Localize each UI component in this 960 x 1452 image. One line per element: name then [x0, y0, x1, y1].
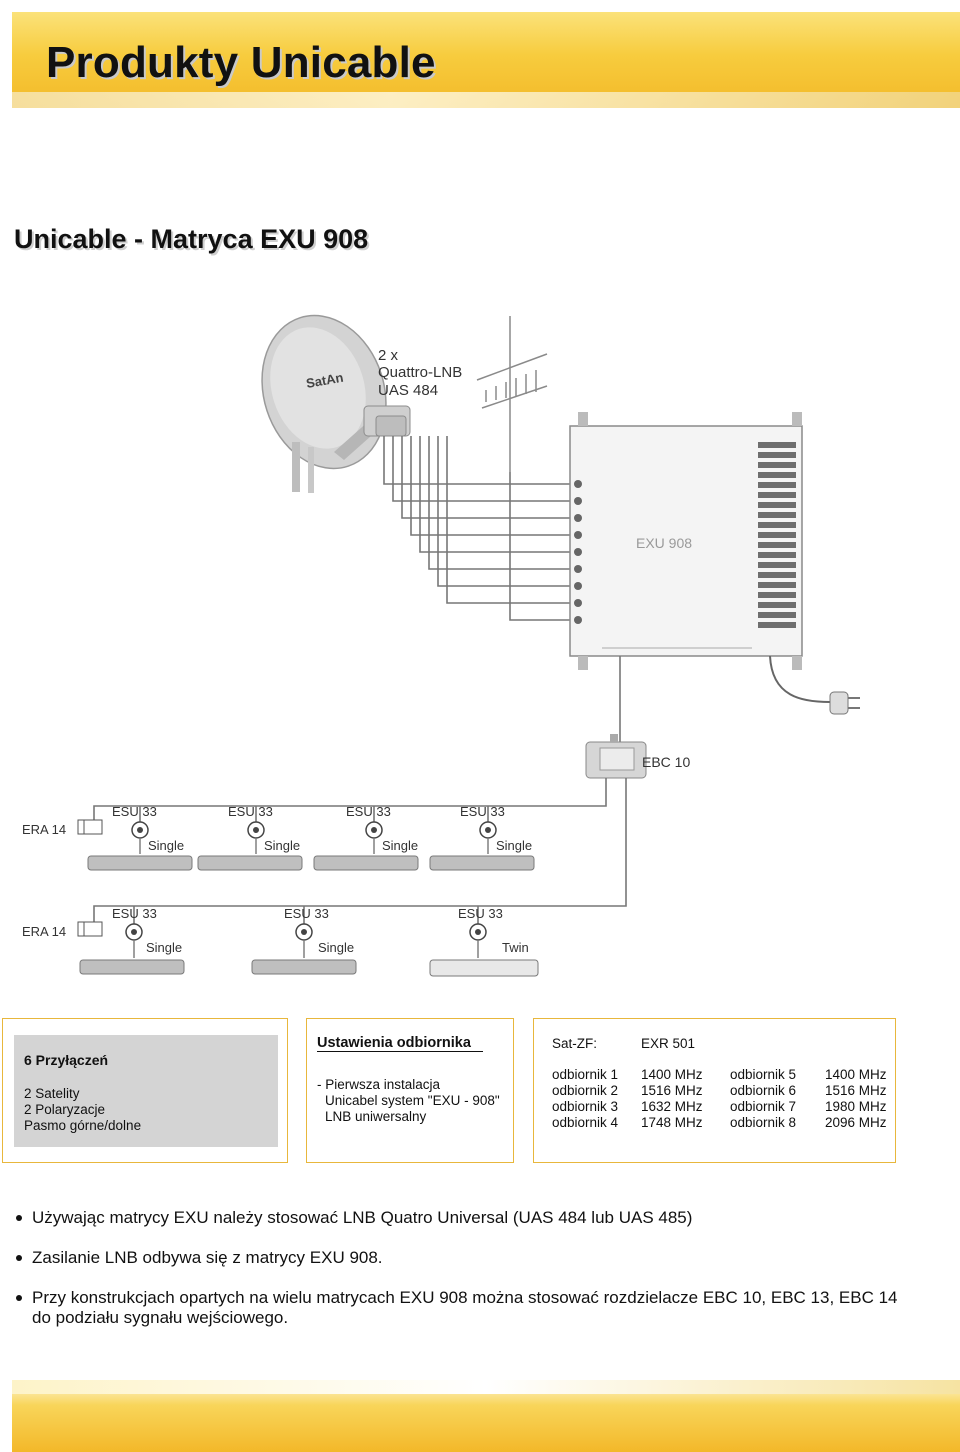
- connections-line: Pasmo górne/dolne: [24, 1118, 142, 1133]
- frequency-table: Sat-ZF: EXR 501 odbiornik 1 1400 MHz odb…: [533, 1018, 896, 1163]
- receiver-name: odbiornik 6: [730, 1083, 797, 1098]
- receiver-name: odbiornik 4: [552, 1115, 619, 1130]
- era-14-terminator-row1: [77, 819, 103, 835]
- receiver-type: Single: [382, 838, 418, 853]
- socket-row2-1: ESU 33 Single: [79, 906, 185, 975]
- connections-heading: 6 Przyłączeń: [24, 1052, 109, 1068]
- bullet-icon: [16, 1215, 22, 1221]
- distribution-cables: [93, 778, 627, 930]
- page-title: Produkty Unicable: [46, 38, 436, 87]
- connections-box: 6 Przyłączeń 2 Satelity 2 Polaryzacje Pa…: [2, 1018, 288, 1163]
- receiver-type: Twin: [502, 940, 529, 955]
- socket-row2-3: ESU 33 Twin: [429, 906, 539, 977]
- bullet-icon: [16, 1295, 22, 1301]
- lnb-label-line2: Quattro-LNB: [378, 364, 462, 381]
- lnb-label-line3: UAS 484: [378, 382, 438, 399]
- splitter-label: EBC 10: [642, 754, 690, 770]
- receiver-type: Single: [148, 838, 184, 853]
- connections-line: 2 Polaryzacje: [24, 1102, 106, 1117]
- matrix-label: EXU 908: [636, 535, 692, 551]
- era-14-terminator-row2: [77, 921, 103, 937]
- ebc-10-splitter: [585, 734, 647, 779]
- receiver-settings-heading: Ustawienia odbiornika: [317, 1035, 483, 1052]
- receiver-freq: 1516 MHz: [641, 1083, 703, 1098]
- power-cable: [769, 655, 831, 703]
- receiver-box: [87, 855, 193, 871]
- exu-908-matrix: EXU 908: [569, 412, 803, 670]
- receiver-freq: 1400 MHz: [825, 1067, 887, 1082]
- socket-row2-2: ESU 33 Single: [251, 906, 357, 975]
- receiver-box: [79, 959, 185, 975]
- era-14-label-row2: ERA 14: [22, 924, 66, 939]
- receiver-box: [429, 959, 539, 977]
- note-text: Używając matrycy EXU należy stosować LNB…: [32, 1208, 693, 1227]
- receiver-freq: 1748 MHz: [641, 1115, 703, 1130]
- receiver-freq: 1980 MHz: [825, 1099, 887, 1114]
- esu-label: ESU 33: [228, 804, 273, 819]
- receiver-name: odbiornik 8: [730, 1115, 797, 1130]
- receiver-freq: 1516 MHz: [825, 1083, 887, 1098]
- footer-band: [12, 1380, 960, 1452]
- receiver-freq: 1400 MHz: [641, 1067, 703, 1082]
- esu-label: ESU 33: [458, 906, 503, 921]
- receiver-name: odbiornik 5: [730, 1067, 797, 1082]
- receiver-type: Single: [264, 838, 300, 853]
- receiver-type: Single: [496, 838, 532, 853]
- receiver-box: [429, 855, 535, 871]
- note-text: Przy konstrukcjach opartych na wielu mat…: [32, 1288, 898, 1327]
- receiver-box: [197, 855, 303, 871]
- lnb-label-line1: 2 x: [378, 347, 399, 364]
- table-header-satzf: Sat-ZF:: [552, 1036, 598, 1051]
- settings-line: Unicabel system "EXU - 908": [325, 1093, 500, 1108]
- receiver-name: odbiornik 2: [552, 1083, 619, 1098]
- section-title: Unicable - Matryca EXU 908: [14, 224, 369, 254]
- bullet-icon: [16, 1255, 22, 1261]
- receiver-type: Single: [318, 940, 354, 955]
- receiver-box: [251, 959, 357, 975]
- receiver-box: [313, 855, 419, 871]
- esu-label: ESU 33: [346, 804, 391, 819]
- note-text: Zasilanie LNB odbywa się z matrycy EXU 9…: [32, 1248, 383, 1267]
- receiver-settings-box: Ustawienia odbiornika - Pierwsza instala…: [306, 1018, 514, 1163]
- receiver-name: odbiornik 1: [552, 1067, 619, 1082]
- table-header-exr: EXR 501: [641, 1036, 696, 1051]
- esu-label: ESU 33: [460, 804, 505, 819]
- esu-label: ESU 33: [284, 906, 329, 921]
- esu-label: ESU 33: [112, 804, 157, 819]
- socket-row1-3: ESU 33 Single: [313, 804, 419, 871]
- header-band: Produkty Unicable: [12, 12, 960, 108]
- receiver-type: Single: [146, 940, 182, 955]
- esu-label: ESU 33: [112, 906, 157, 921]
- receiver-freq: 2096 MHz: [825, 1115, 887, 1130]
- socket-row1-2: ESU 33 Single: [197, 804, 303, 871]
- feed-cables: [383, 436, 570, 621]
- settings-line: - Pierwsza instalacja: [317, 1077, 441, 1092]
- installation-diagram: SatAn 2 x Quattro-LNB UAS 484: [12, 302, 890, 992]
- power-plug-icon: [829, 691, 860, 715]
- dish-brand: SatAn: [305, 370, 345, 391]
- socket-row1-1: ESU 33 Single: [87, 804, 193, 871]
- terrestrial-antenna-icon: [476, 316, 548, 472]
- socket-row1-4: ESU 33 Single: [429, 804, 535, 871]
- receiver-freq: 1632 MHz: [641, 1099, 703, 1114]
- receiver-name: odbiornik 7: [730, 1099, 797, 1114]
- connections-line: 2 Satelity: [24, 1086, 80, 1101]
- era-14-label-row1: ERA 14: [22, 822, 66, 837]
- connections-panel: 6 Przyłączeń 2 Satelity 2 Polaryzacje Pa…: [14, 1035, 278, 1147]
- receiver-name: odbiornik 3: [552, 1099, 619, 1114]
- satellite-dish: SatAn: [261, 314, 411, 493]
- settings-line: LNB uniwersalny: [325, 1109, 427, 1124]
